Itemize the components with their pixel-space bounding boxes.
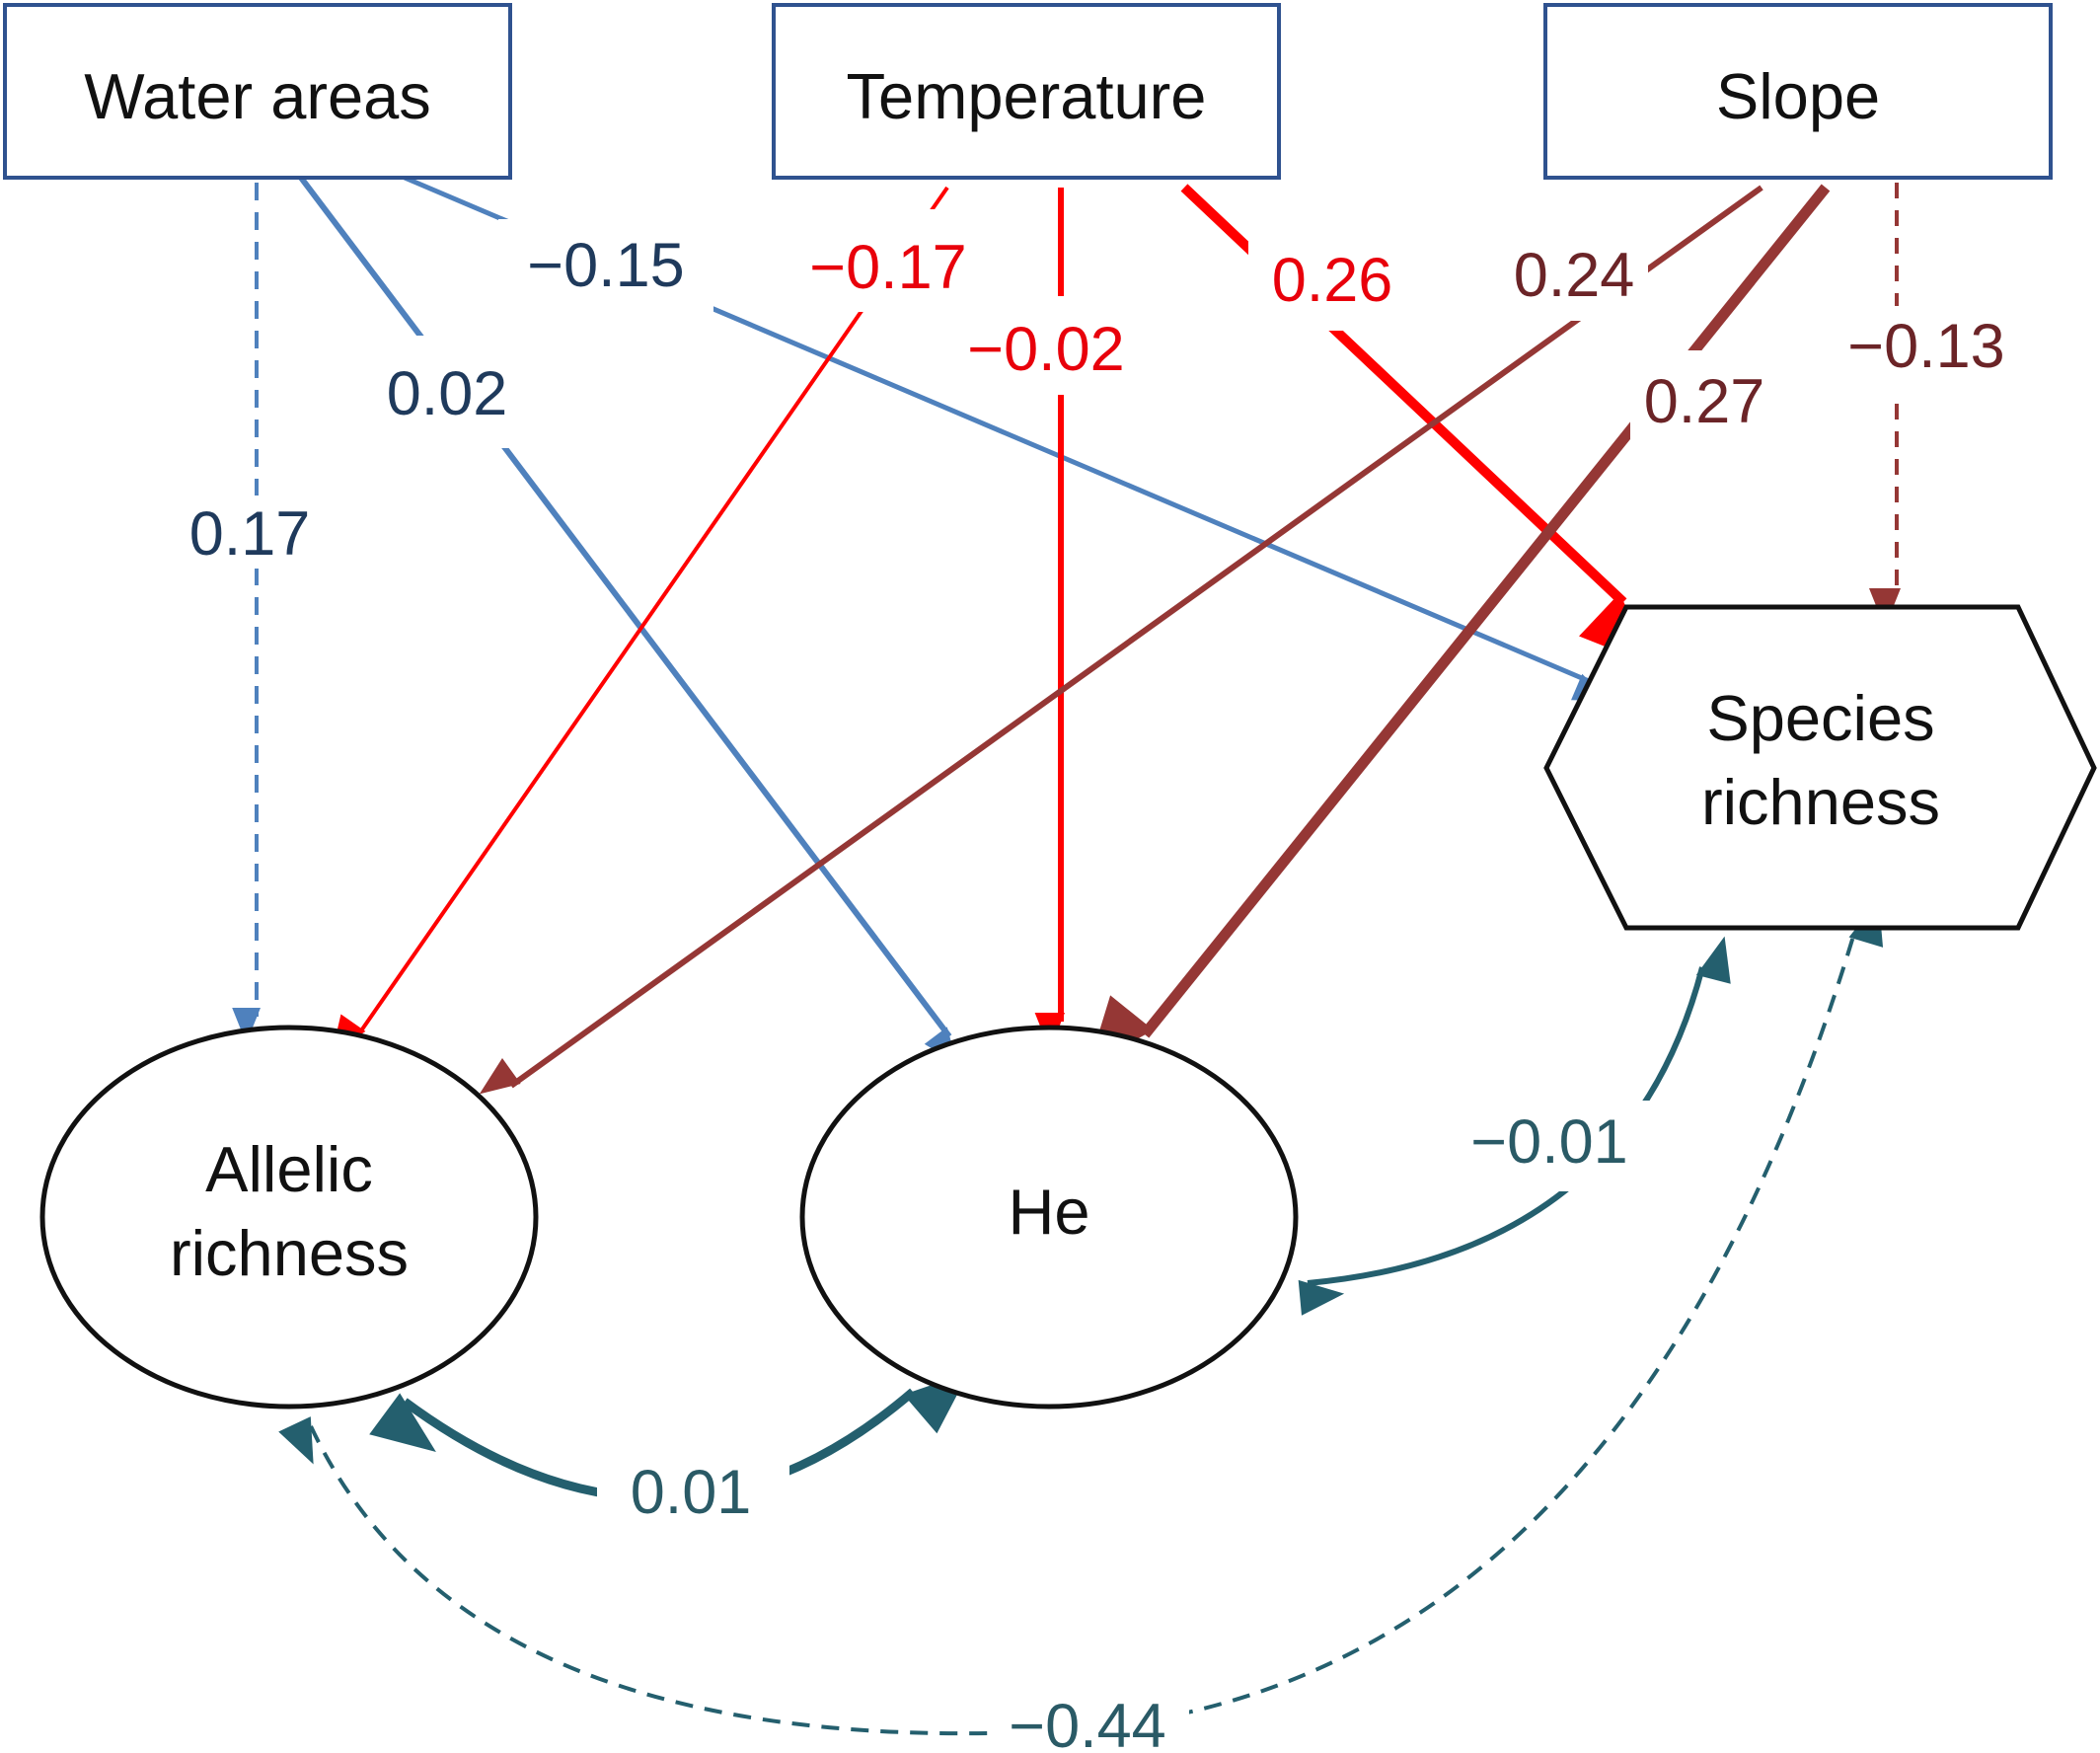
coef-water-to-he: 0.02 — [370, 336, 518, 448]
arrow-water-to-he — [298, 176, 957, 1064]
coef-label: 0.01 — [631, 1458, 752, 1527]
arrow-temp-to-allelic — [332, 186, 949, 1054]
node-slope: Slope — [1543, 3, 2053, 180]
coef-temp-to-allelic: −0.17 — [789, 209, 987, 312]
coef-he-species: −0.01 — [1443, 1101, 1665, 1191]
coef-label: −0.02 — [967, 315, 1124, 384]
coef-label: 0.17 — [189, 499, 311, 569]
coef-slope-to-he: 0.27 — [1630, 350, 1778, 449]
coef-label: −0.17 — [809, 233, 966, 302]
coef-label: −0.13 — [1847, 312, 2004, 381]
coef-water-to-allelic: 0.17 — [176, 495, 324, 569]
coef-slope-to-allelic: 0.24 — [1500, 222, 1648, 321]
coef-label: −0.01 — [1470, 1107, 1627, 1177]
node-label-line2: richness — [1701, 766, 1940, 838]
node-label: Temperature — [847, 60, 1207, 132]
coef-allelic-species: −0.44 — [992, 1684, 1189, 1753]
node-label-line1: Allelic — [205, 1133, 373, 1205]
coef-label: 0.26 — [1272, 246, 1393, 315]
node-label-line2: richness — [170, 1217, 409, 1289]
node-species-richness: Species richness — [1543, 604, 2097, 931]
coef-temp-to-species: 0.26 — [1248, 232, 1416, 331]
node-label: Water areas — [84, 60, 431, 132]
coef-label: −0.15 — [527, 231, 684, 300]
node-temperature: Temperature — [772, 3, 1281, 180]
coef-label: 0.24 — [1514, 241, 1635, 310]
node-allelic-richness: Allelic richness — [39, 1025, 539, 1410]
coef-temp-to-he: −0.02 — [949, 296, 1145, 395]
coef-label: 0.02 — [387, 359, 508, 428]
node-water-areas: Water areas — [3, 3, 512, 180]
node-label: Slope — [1716, 60, 1880, 132]
node-label-line1: Species — [1706, 682, 1934, 754]
coef-water-to-species: −0.15 — [498, 219, 713, 314]
coef-label: 0.27 — [1644, 367, 1765, 436]
coef-allelic-he: 0.01 — [597, 1439, 789, 1540]
arrow-slope-to-he — [1088, 184, 1831, 1067]
coef-slope-to-species: −0.13 — [1836, 306, 2033, 397]
coef-label: −0.44 — [1009, 1692, 1165, 1753]
node-he: He — [799, 1025, 1299, 1410]
node-label: He — [1008, 1176, 1089, 1248]
